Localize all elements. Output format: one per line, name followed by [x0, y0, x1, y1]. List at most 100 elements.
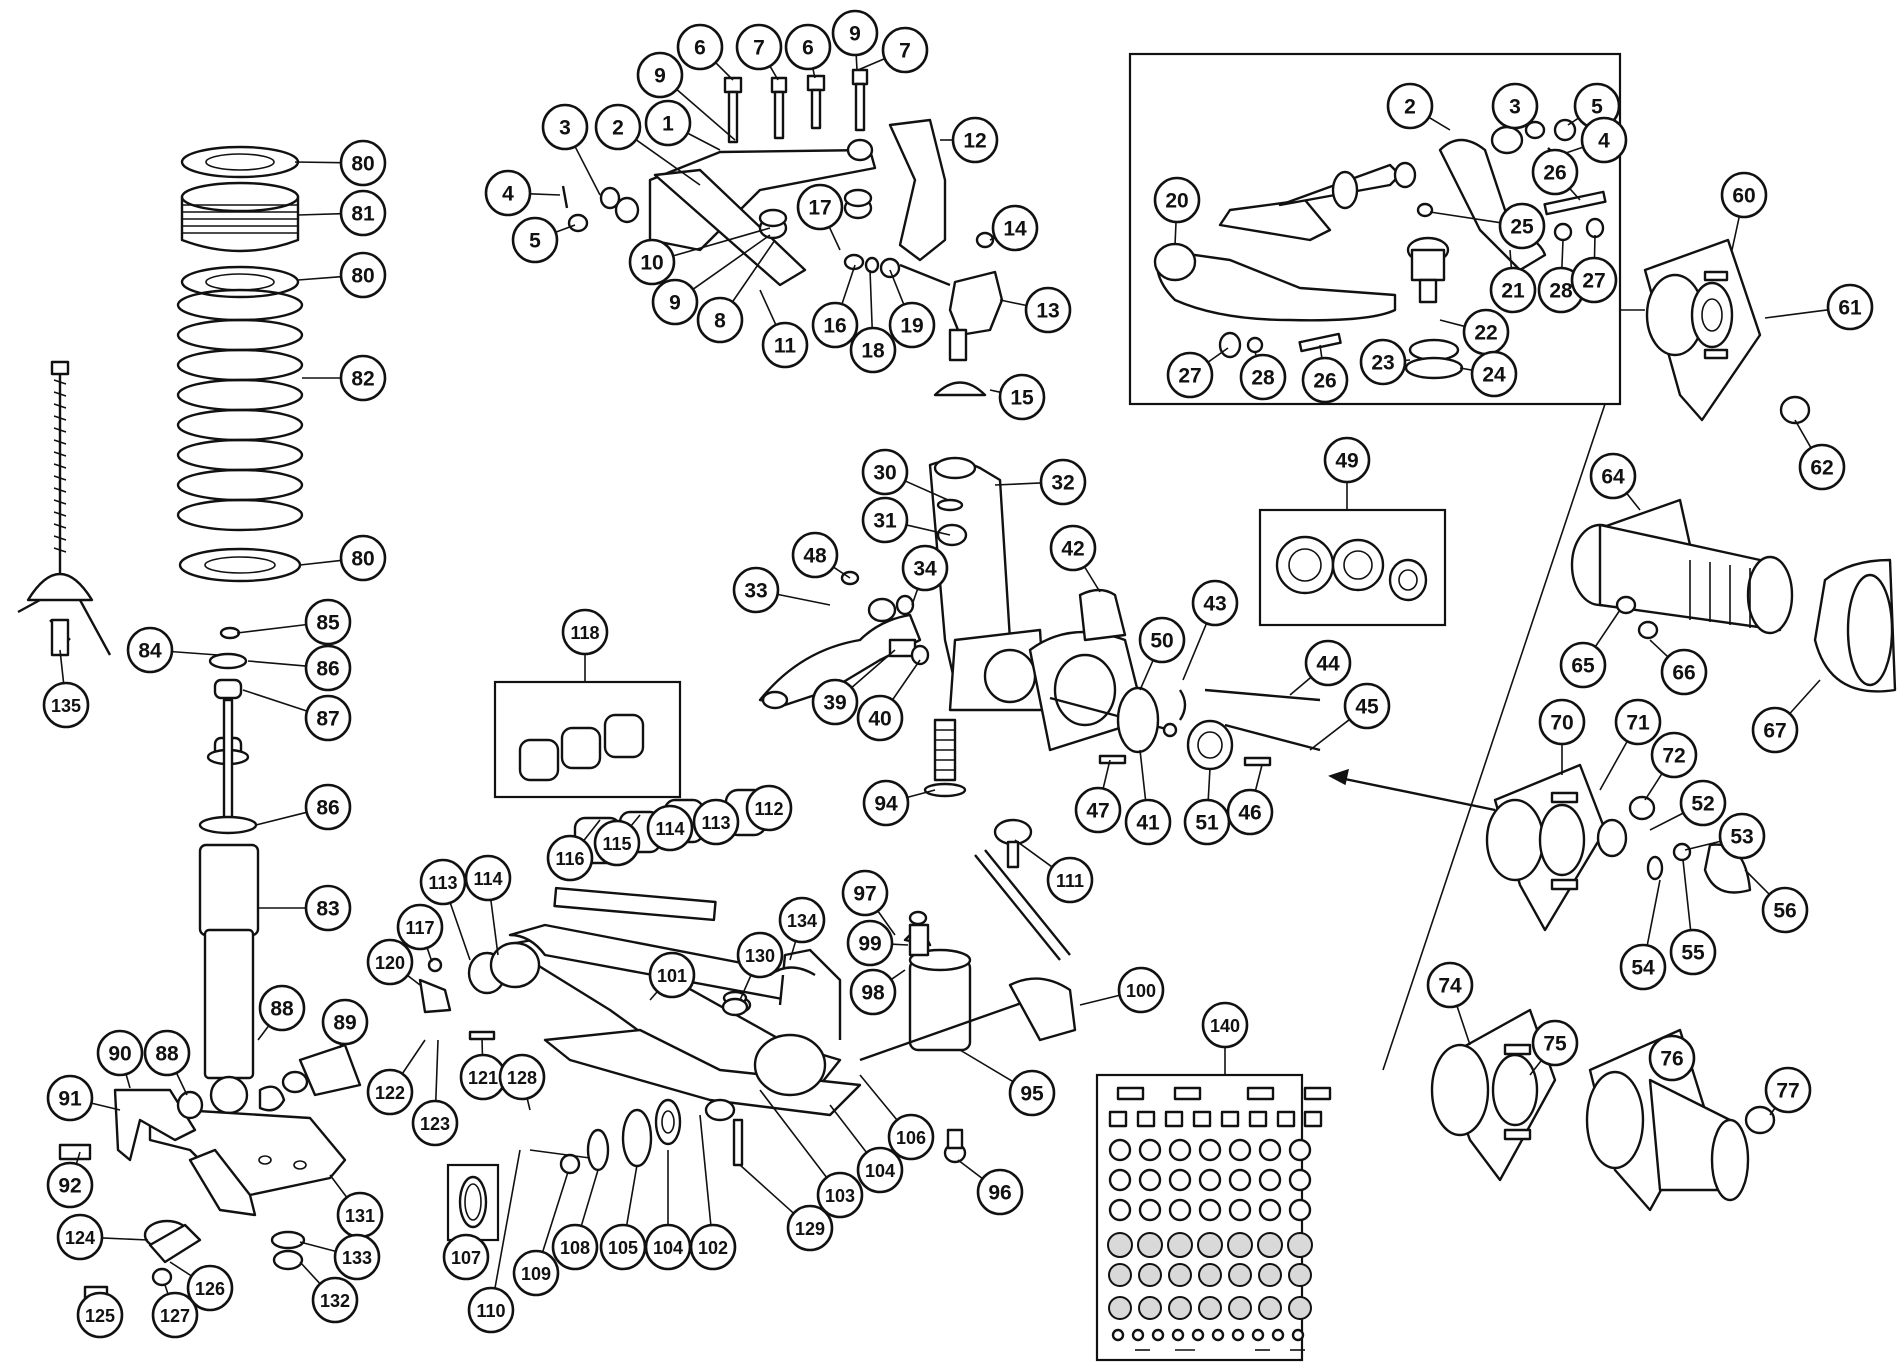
- callout-96: 96: [976, 1168, 1024, 1216]
- callout-19: 19: [888, 301, 936, 349]
- leader-line-26: [1569, 187, 1581, 201]
- callout-6: 6: [676, 23, 724, 71]
- callout-number: 80: [351, 153, 374, 176]
- callout-123: 123: [411, 1099, 459, 1147]
- leader-line-116: [583, 819, 601, 842]
- callout-50: 50: [1138, 616, 1186, 664]
- callout-66: 66: [1660, 648, 1708, 696]
- callout-number: 10: [640, 252, 663, 275]
- leader-line-33: [777, 593, 831, 606]
- callout-number: 109: [521, 1264, 551, 1284]
- callout-number: 4: [502, 183, 514, 206]
- callout-number: 124: [65, 1228, 95, 1248]
- leader-line-4: [529, 193, 561, 196]
- callout-128: 128: [498, 1053, 546, 1101]
- callout-number: 50: [1150, 630, 1173, 653]
- leader-line-27: [1593, 234, 1596, 259]
- callout-number: 28: [1549, 280, 1573, 303]
- callout-51: 51: [1183, 798, 1231, 846]
- callout-number: 40: [868, 708, 891, 731]
- leader-line-135: [59, 649, 65, 684]
- callout-71: 71: [1614, 698, 1662, 746]
- callout-34: 34: [901, 544, 949, 592]
- leader-line-64: [1626, 492, 1641, 511]
- leader-line-5: [555, 224, 576, 234]
- callout-5: 5: [511, 216, 559, 264]
- leader-line-41: [1139, 749, 1147, 801]
- callout-number: 84: [138, 640, 162, 663]
- callout-number: 95: [1020, 1083, 1044, 1106]
- callout-number: 104: [653, 1238, 683, 1258]
- leader-line-120: [406, 974, 421, 986]
- callout-number: 113: [428, 873, 457, 893]
- callout-8: 8: [696, 296, 744, 344]
- leader-line-17: [828, 226, 841, 251]
- callout-82: 82: [339, 354, 387, 402]
- callout-number: 16: [823, 315, 846, 338]
- callout-number: 27: [1178, 365, 1201, 388]
- callout-number: 105: [608, 1238, 638, 1258]
- callout-number: 2: [612, 117, 624, 140]
- callout-number: 107: [451, 1248, 481, 1268]
- leader-line-86: [255, 811, 307, 826]
- callout-22: 22: [1462, 308, 1510, 356]
- leader-line-88: [175, 1072, 188, 1096]
- leader-line-96: [957, 1159, 983, 1180]
- callout-114: 114: [464, 854, 512, 902]
- callout-2: 2: [1386, 82, 1434, 130]
- leader-line-80: [294, 161, 342, 164]
- callout-number: 77: [1776, 1080, 1799, 1103]
- callout-86: 86: [304, 783, 352, 831]
- callout-127: 127: [151, 1291, 199, 1339]
- callout-113: 113: [419, 858, 467, 906]
- callout-number: 3: [559, 117, 571, 140]
- leader-line-106: [859, 1074, 898, 1121]
- callout-number: 82: [351, 368, 374, 391]
- callout-number: 46: [1238, 802, 1261, 825]
- callout-number: 3: [1509, 96, 1521, 119]
- shock-absorber: [198, 626, 362, 1115]
- callout-15: 15: [998, 373, 1046, 421]
- callout-number: 131: [345, 1206, 375, 1226]
- callout-number: 80: [351, 265, 374, 288]
- leader-line-109: [541, 1171, 569, 1253]
- leader-line-81: [297, 212, 342, 216]
- spring-assembly: [176, 145, 304, 583]
- leader-line-51: [1207, 767, 1211, 801]
- callout-number: 103: [825, 1186, 855, 1206]
- leader-line-19: [889, 269, 905, 305]
- callout-number: 76: [1660, 1048, 1683, 1071]
- callout-88: 88: [258, 984, 306, 1032]
- leader-line-2: [1428, 116, 1451, 131]
- callout-16: 16: [811, 301, 859, 349]
- callout-number: 42: [1061, 538, 1084, 561]
- callout-97: 97: [841, 869, 889, 917]
- callout-49: 49: [1323, 436, 1371, 484]
- callout-106: 106: [887, 1113, 935, 1161]
- leader-line-99: [891, 943, 909, 946]
- callout-41: 41: [1124, 798, 1172, 846]
- callout-2: 2: [594, 103, 642, 151]
- callout-14: 14: [991, 204, 1039, 252]
- callout-21: 21: [1489, 266, 1537, 314]
- leader-line-87: [242, 689, 308, 712]
- callout-31: 31: [861, 496, 909, 544]
- callout-number: 97: [853, 883, 876, 906]
- leader-line-132: [299, 1261, 321, 1285]
- leader-line-21: [1509, 249, 1513, 269]
- leader-line-61: [1764, 309, 1829, 319]
- callout-number: 130: [745, 946, 775, 966]
- upper-wishbone-assembly: [561, 68, 1004, 397]
- callout-121: 121: [459, 1053, 507, 1101]
- callout-7: 7: [735, 23, 783, 71]
- leader-line-128: [526, 1098, 531, 1111]
- leader-line-48: [832, 566, 851, 579]
- callout-number: 67: [1763, 720, 1786, 743]
- callout-number: 96: [988, 1182, 1011, 1205]
- callout-30: 30: [861, 448, 909, 496]
- callout-87: 87: [304, 694, 352, 742]
- callout-91: 91: [46, 1074, 94, 1122]
- leader-line-134: [789, 940, 797, 961]
- callout-84: 84: [126, 626, 174, 674]
- callout-number: 106: [896, 1128, 926, 1148]
